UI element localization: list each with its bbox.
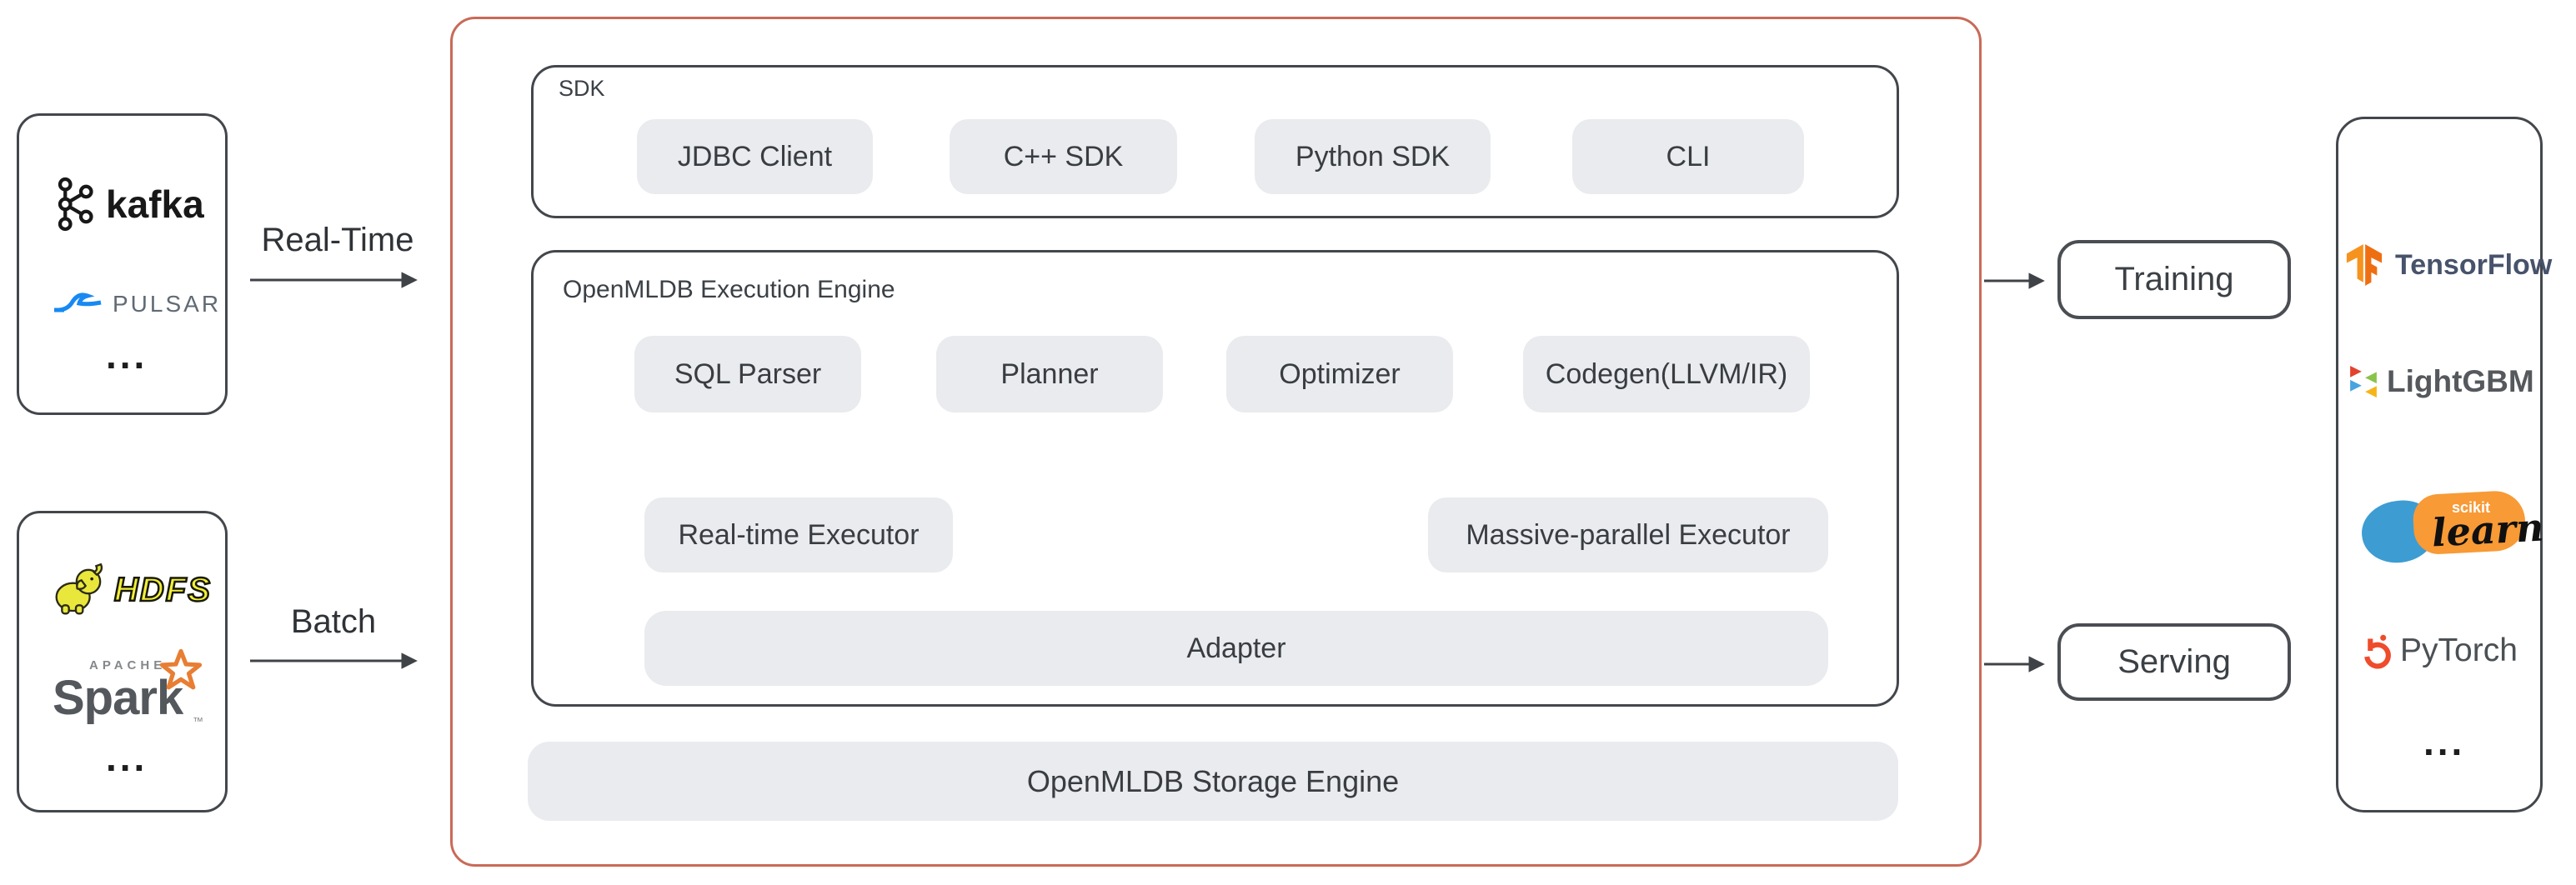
serving-box: Serving: [2057, 623, 2291, 701]
execution-engine-box: OpenMLDB Execution Engine SQL Parser Pla…: [531, 250, 1899, 707]
stream-more-dots: ...: [106, 333, 148, 377]
realtime-flow-label: Real-Time: [261, 222, 414, 258]
training-box: Training: [2057, 240, 2291, 319]
spark-tm-label: ™: [193, 715, 203, 728]
kafka-icon: [58, 177, 93, 232]
pytorch-logo: PyTorch: [2362, 626, 2518, 676]
pulsar-label: PULSAR: [113, 291, 222, 317]
spark-star-icon: [159, 648, 203, 690]
node-cli: CLI: [1572, 119, 1804, 194]
sdk-box: SDK JDBC Client C++ SDK Python SDK CLI: [531, 65, 1899, 218]
tensorflow-label: TensorFlow: [2395, 248, 2553, 281]
node-sql-parser: SQL Parser: [634, 336, 861, 412]
node-python-sdk: Python SDK: [1255, 119, 1491, 194]
kafka-label: kafka: [106, 182, 204, 226]
streaming-sources-box: kafka PULSAR ...: [17, 113, 228, 415]
batch-more-dots: ...: [106, 736, 148, 779]
lightgbm-icon: [2350, 365, 2377, 398]
node-jdbc-client: JDBC Client: [637, 119, 873, 194]
pytorch-icon: [2364, 634, 2391, 669]
pulsar-icon: [54, 292, 102, 312]
tensorflow-logo: TensorFlow: [2345, 242, 2552, 288]
node-codegen: Codegen(LLVM/IR): [1523, 336, 1810, 412]
execution-engine-label: OpenMLDB Execution Engine: [563, 276, 895, 303]
hdfs-logo: HDFS: [51, 557, 212, 623]
spark-label: Spark: [53, 671, 183, 725]
pytorch-label: PyTorch: [2400, 632, 2518, 668]
hdfs-label: HDFS: [113, 570, 212, 609]
ml-frameworks-box: TensorFlow LightGBM scikit learn PyTorch: [2336, 117, 2552, 812]
tensorflow-icon: [2346, 244, 2383, 286]
spark-logo: APACHE Spark ™: [41, 648, 224, 740]
batch-flow-label: Batch: [290, 603, 377, 640]
batch-sources-box: HDFS APACHE Spark ™ ...: [17, 511, 228, 812]
node-optimizer: Optimizer: [1226, 336, 1453, 412]
scikit-top-label: scikit: [2452, 499, 2491, 516]
kafka-logo: kafka: [56, 174, 204, 234]
scikit-script-label: learn: [2430, 504, 2545, 556]
sdk-box-label: SDK: [559, 76, 605, 101]
node-cpp-sdk: C++ SDK: [950, 119, 1177, 194]
pulsar-logo: PULSAR: [53, 286, 221, 322]
scikit-learn-logo: scikit learn: [2358, 489, 2545, 568]
node-planner: Planner: [936, 336, 1163, 412]
lightgbm-logo: LightGBM: [2348, 358, 2534, 406]
hdfs-elephant-icon: [55, 562, 103, 615]
lightgbm-label: LightGBM: [2387, 364, 2534, 398]
spark-apache-label: APACHE: [89, 658, 167, 672]
frameworks-more-dots: ...: [2423, 720, 2466, 763]
node-realtime-executor: Real-time Executor: [644, 498, 953, 572]
storage-engine-bar: OpenMLDB Storage Engine: [528, 742, 1898, 821]
node-adapter: Adapter: [644, 611, 1828, 686]
node-massive-parallel-executor: Massive-parallel Executor: [1428, 498, 1828, 572]
